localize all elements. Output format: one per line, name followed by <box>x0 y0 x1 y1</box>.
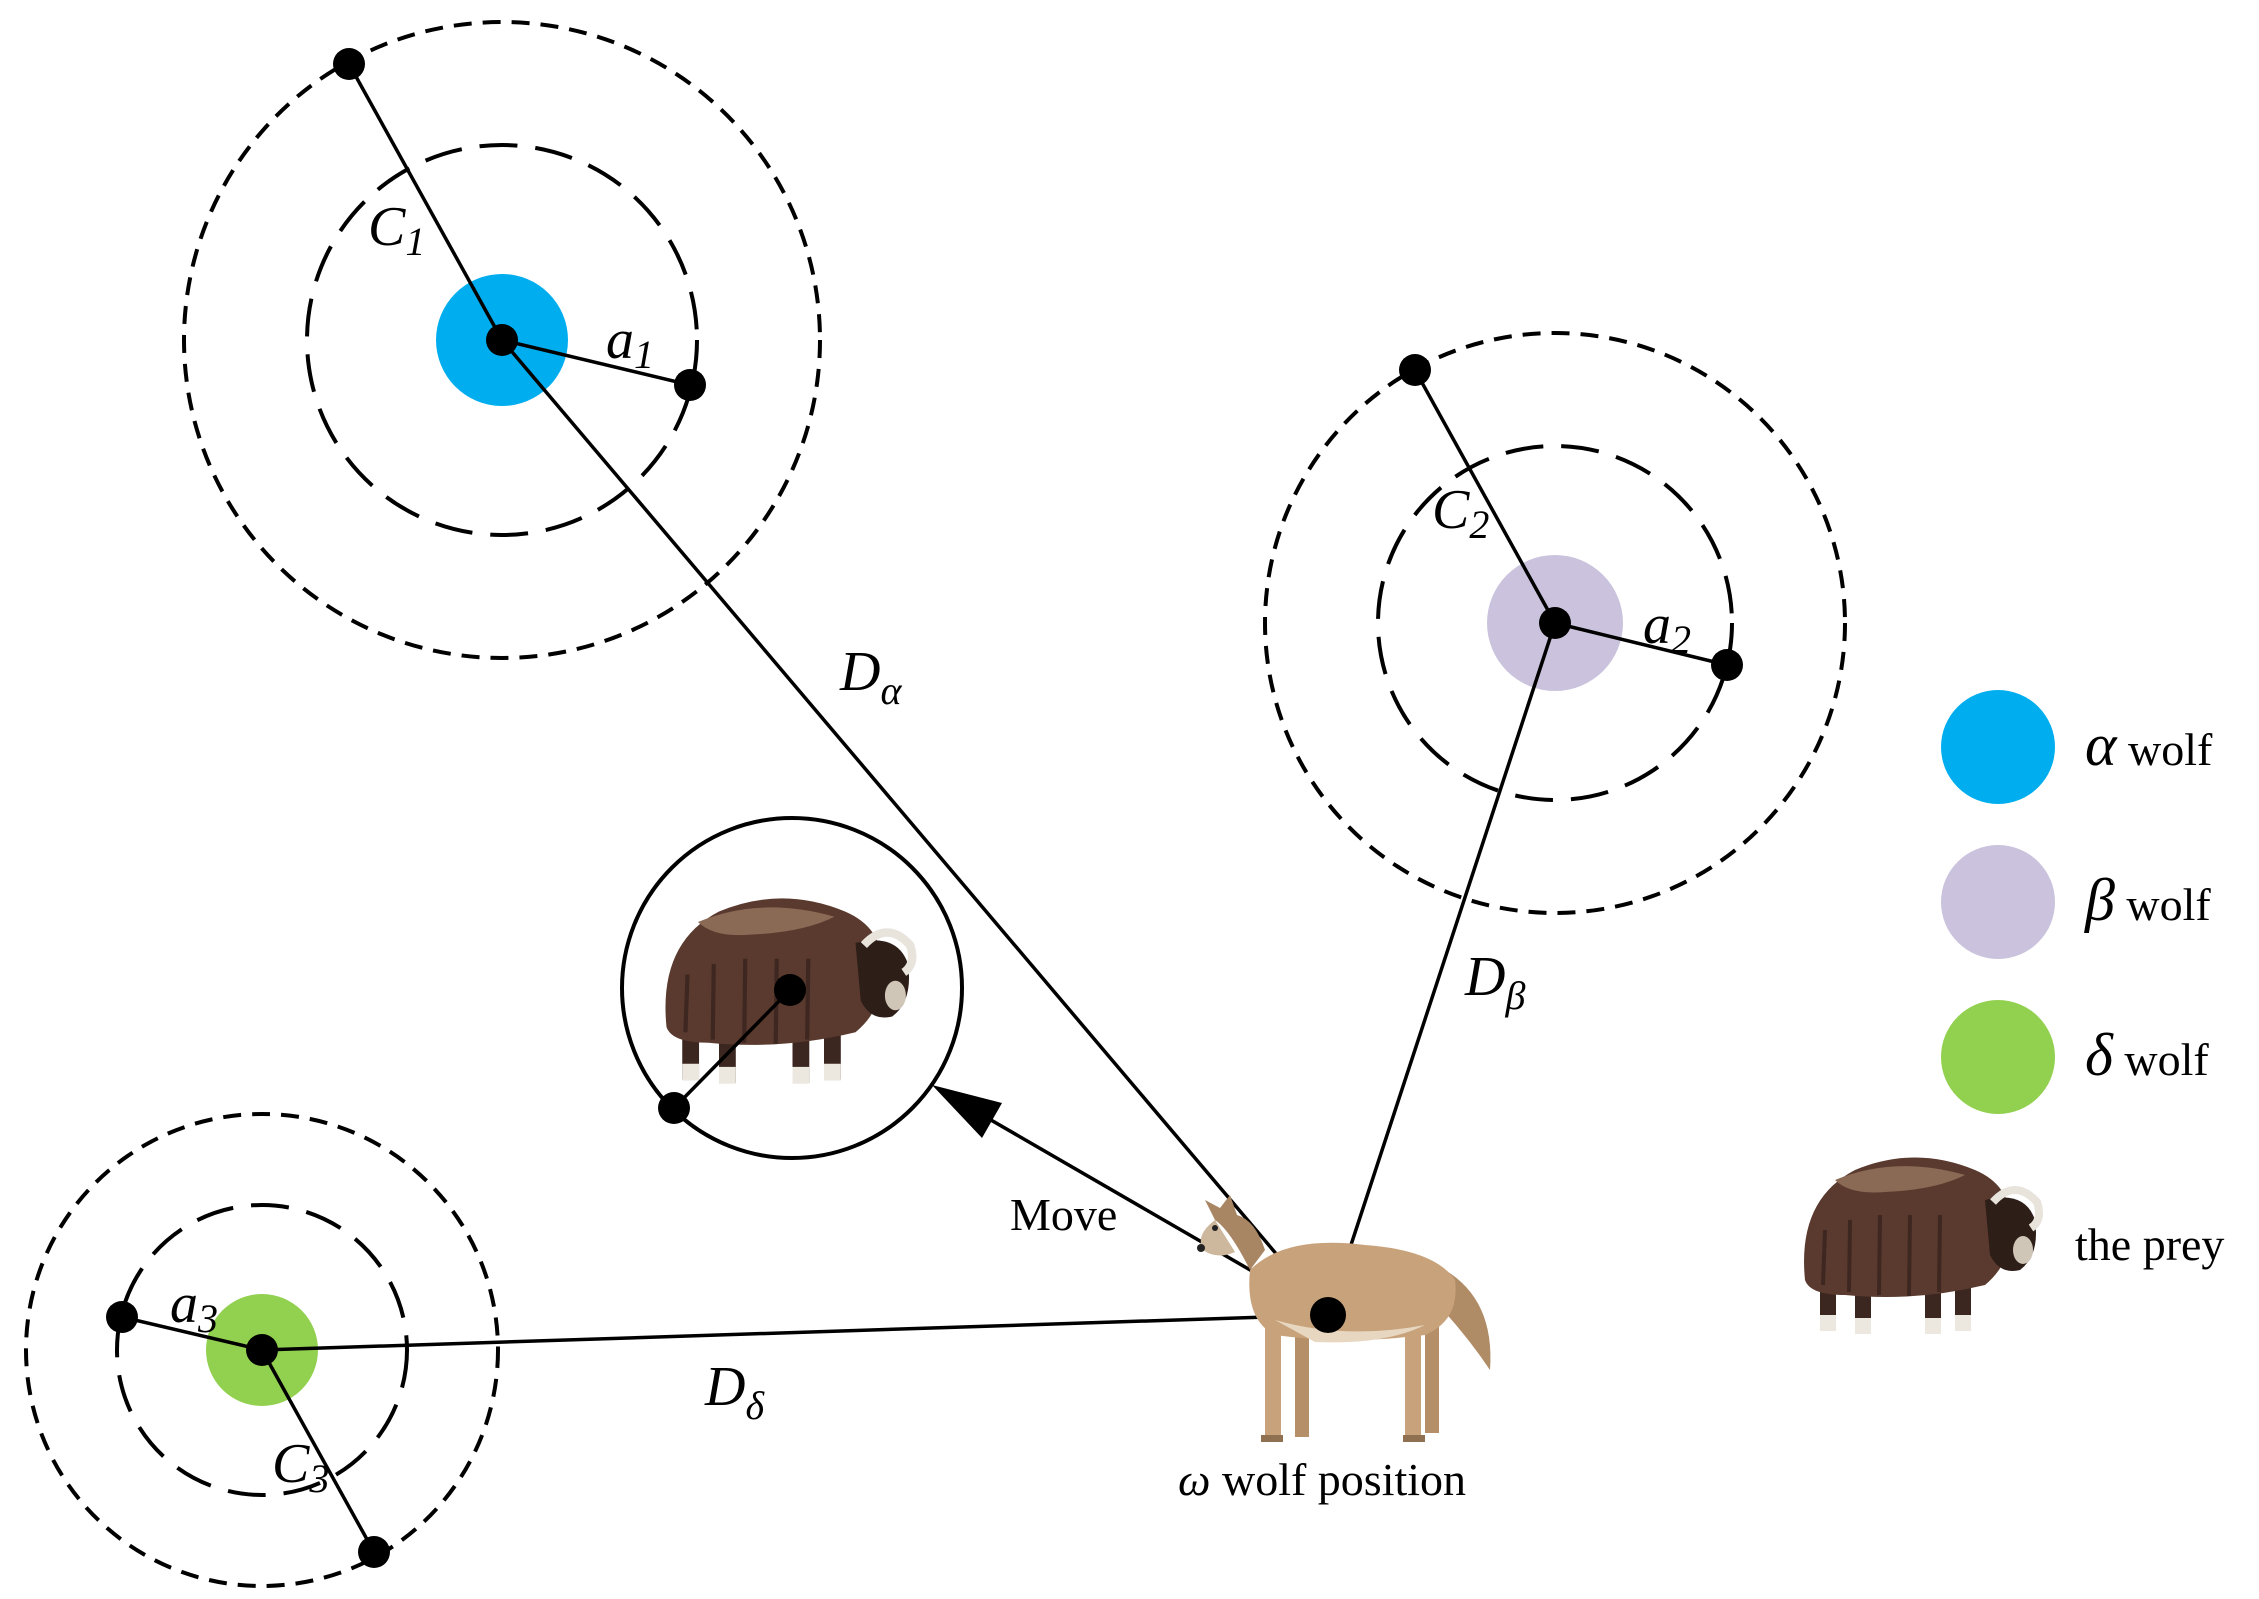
legend-beta-swatch <box>1941 845 2055 959</box>
label-c1: C1 <box>368 196 425 264</box>
beta-c2-end-dot <box>1399 354 1431 386</box>
delta-a3-line <box>121 1315 263 1352</box>
label-c2: C2 <box>1432 479 1489 547</box>
distance-lines: Dα Dβ Dδ <box>261 338 1557 1428</box>
label-d-alpha: Dα <box>839 641 902 713</box>
legend-musk-ox-icon <box>1804 1158 2039 1335</box>
alpha-c1-end-dot <box>333 48 365 80</box>
delta-wolf-group: a3 C3 <box>24 1112 500 1588</box>
d-beta-line <box>1326 622 1557 1316</box>
move-arrowhead <box>932 1085 1002 1138</box>
legend-alpha-label: α wolf <box>2085 712 2213 778</box>
legend-delta: δ wolf <box>1941 1000 2209 1114</box>
alpha-outer-ring <box>182 20 822 660</box>
label-c3: C3 <box>272 1433 329 1501</box>
beta-a2-end-dot <box>1711 649 1743 681</box>
legend-delta-swatch <box>1941 1000 2055 1114</box>
legend-alpha: α wolf <box>1941 690 2213 804</box>
prey-group <box>620 816 964 1160</box>
legend: α wolf β wolf δ wolf the prey <box>1804 690 2224 1334</box>
label-omega-position: ω wolf position <box>1178 1454 1466 1505</box>
d-delta-line <box>261 1313 1329 1352</box>
label-d-beta: Dβ <box>1464 946 1525 1018</box>
delta-a3-end-dot <box>106 1301 138 1333</box>
alpha-a1-end-dot <box>674 369 706 401</box>
alpha-a1-line <box>501 338 691 387</box>
alpha-inner-ring <box>305 143 699 537</box>
label-d-delta: Dδ <box>704 1356 765 1428</box>
delta-c3-end-dot <box>358 1536 390 1568</box>
delta-inner-ring <box>115 1203 409 1497</box>
prey-center-dot <box>774 974 806 1006</box>
label-a2: a2 <box>1643 594 1691 662</box>
prey-radius-end-dot <box>658 1092 690 1124</box>
omega-center-dot <box>1310 1297 1346 1333</box>
delta-outer-ring <box>24 1112 500 1588</box>
delta-c3-line <box>260 1349 376 1553</box>
legend-beta-label: β wolf <box>2084 867 2211 933</box>
prey-boundary-ring <box>620 816 964 1160</box>
d-alpha-line <box>500 338 1330 1317</box>
alpha-c1-line <box>347 63 504 341</box>
legend-delta-label: δ wolf <box>2085 1022 2209 1088</box>
beta-a2-line <box>1554 621 1728 667</box>
beta-inner-ring <box>1376 444 1734 802</box>
legend-beta: β wolf <box>1941 845 2211 959</box>
legend-alpha-swatch <box>1941 690 2055 804</box>
omega-wolf-group: ω wolf position <box>1178 1195 1491 1505</box>
beta-c2-line <box>1413 369 1557 624</box>
prey-radius-line <box>672 988 792 1110</box>
legend-prey-label: the prey <box>2075 1219 2224 1270</box>
label-a3: a3 <box>170 1273 218 1341</box>
label-move: Move <box>1010 1189 1117 1240</box>
label-a1: a1 <box>606 309 654 377</box>
beta-outer-ring <box>1263 331 1847 915</box>
legend-prey: the prey <box>1804 1158 2224 1335</box>
